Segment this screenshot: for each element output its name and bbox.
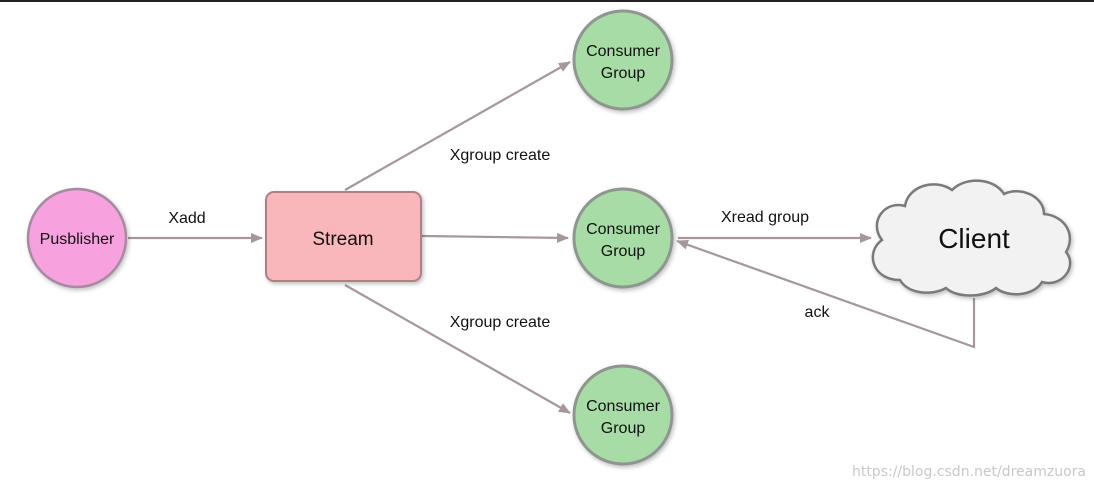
xgroup-create-top-arrow — [344, 61, 571, 191]
watermark-text: https://blog.csdn.net/dreamzuora — [852, 464, 1086, 480]
client-label: Client — [938, 223, 1010, 254]
stream-label: Stream — [312, 229, 373, 250]
consumer-group-middle-line1: Consumer — [586, 221, 660, 238]
xgroup-create-top-label: Xgroup create — [450, 147, 551, 164]
consumer-group-top-node: Consumer Group — [572, 9, 674, 111]
publisher-label: Pusblisher — [40, 231, 115, 248]
consumer-group-middle-line2: Group — [601, 243, 646, 260]
xgroup-create-bottom-arrow — [344, 284, 571, 414]
stream-to-group-arrow — [421, 232, 569, 243]
xread-group-label: Xread group — [721, 209, 809, 226]
consumer-group-bottom-node: Consumer Group — [572, 364, 674, 466]
client-node: Client — [871, 179, 1072, 297]
consumer-group-bottom-line1: Consumer — [586, 398, 660, 415]
consumer-group-bottom-line2: Group — [601, 420, 646, 437]
xadd-label: Xadd — [168, 210, 205, 227]
stream-node: Stream — [265, 191, 422, 282]
consumer-group-top-line2: Group — [601, 65, 646, 82]
publisher-node: Pusblisher — [26, 187, 128, 289]
consumer-group-middle-node: Consumer Group — [572, 187, 674, 289]
ack-label: ack — [805, 304, 831, 321]
ack-arrow — [676, 239, 976, 349]
xgroup-create-bottom-label: Xgroup create — [450, 314, 551, 331]
consumer-group-top-line1: Consumer — [586, 43, 660, 60]
